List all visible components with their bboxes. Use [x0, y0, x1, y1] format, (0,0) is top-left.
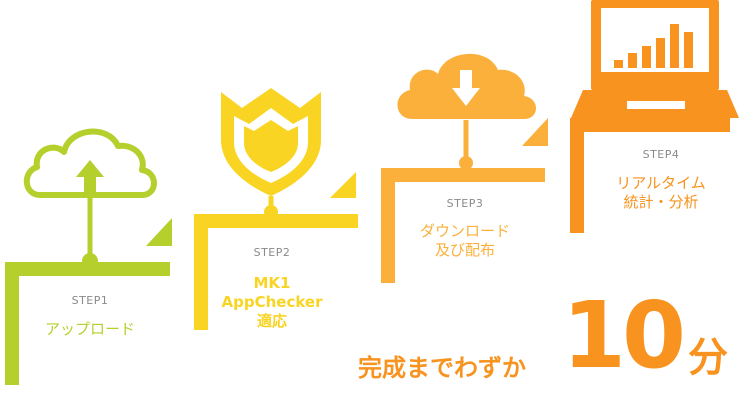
- step1-corner: [146, 218, 172, 246]
- step3-node: [459, 156, 473, 170]
- shield-icon: [221, 88, 321, 196]
- step2-group: [194, 88, 358, 330]
- step2-node: [264, 205, 278, 219]
- step3-title: ダウンロード 及び配布: [419, 222, 510, 259]
- step2-bracket: [194, 214, 358, 330]
- cloud-upload-icon: [23, 128, 157, 198]
- step4-group: [570, 0, 739, 233]
- step3-bracket: [381, 168, 545, 283]
- laptop-chart-icon: [571, 0, 739, 118]
- step4-label: STEP4: [642, 148, 680, 161]
- step2-corner: [330, 172, 356, 198]
- step1-group: [5, 128, 172, 385]
- step2-title: MK1 AppChecker 適応: [221, 274, 323, 330]
- step3-group: [381, 53, 548, 283]
- step4-title: リアルタイム 統計・分析: [616, 174, 706, 211]
- tagline-number: 10: [562, 282, 686, 389]
- step1-title: アップロード: [44, 320, 135, 338]
- step2-label: STEP2: [253, 246, 291, 259]
- step1-label: STEP1: [71, 294, 109, 307]
- step1-node: [82, 253, 98, 269]
- step4-bracket: [570, 118, 730, 233]
- tagline-prefix: 完成までわずか: [358, 354, 526, 382]
- step1-bracket: [5, 262, 170, 385]
- tagline-unit: 分: [688, 335, 728, 381]
- step3-corner: [522, 118, 548, 146]
- cloud-download-icon: [397, 53, 536, 119]
- step3-label: STEP3: [446, 197, 484, 210]
